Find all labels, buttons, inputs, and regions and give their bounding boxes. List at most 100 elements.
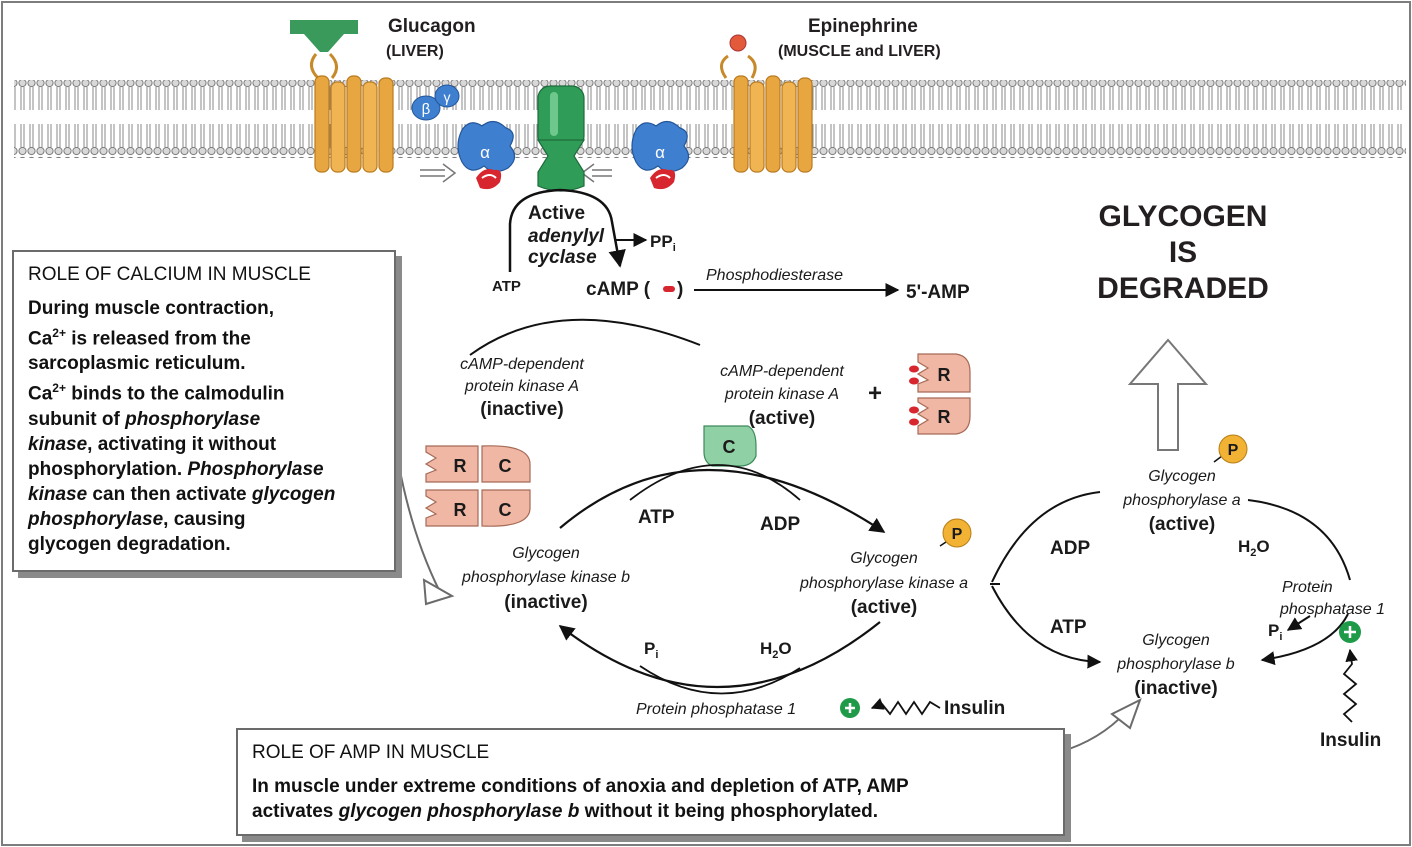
glycogen-phosphorylase-cycle	[990, 491, 1351, 669]
pp1-plus-badge	[840, 698, 860, 718]
gp-pp1-label-2: phosphatase 1	[1279, 601, 1385, 618]
gpb-label-1: Glycogen	[1142, 632, 1210, 649]
pka-inactive-label-1: cAMP-dependent	[460, 356, 584, 373]
r-label-a: R	[454, 456, 467, 476]
amp-box-title: ROLE OF AMP IN MUSCLE	[252, 742, 490, 763]
gpa-label-1: Glycogen	[1148, 468, 1216, 485]
calcium-callout-arrowhead	[422, 578, 455, 606]
calcium-line-8: kinase can then activate glycogen	[28, 483, 336, 505]
epinephrine-site-label: (MUSCLE and LIVER)	[778, 43, 941, 60]
calcium-line-7: phosphorylation. Phosphorylase	[28, 458, 324, 480]
insulin-label-right: Insulin	[1320, 730, 1381, 751]
minus-badge	[663, 286, 675, 292]
cyclase-label-2: adenylyl	[528, 226, 605, 247]
alpha-label-left: α	[480, 143, 490, 162]
phk-a-label-3: (active)	[851, 597, 918, 618]
camp-label: cAMP (	[586, 279, 651, 300]
g-protein-beta-gamma: β γ	[411, 84, 460, 121]
regulatory-subunits-with-camp: R R	[909, 353, 971, 435]
atp-label: ATP	[492, 278, 521, 295]
calcium-line-1: During muscle contraction,	[28, 298, 274, 319]
phk-b-label-1: Glycogen	[512, 545, 580, 562]
pka-active-label-2: protein kinase A	[724, 386, 839, 403]
phk-a-label-1: Glycogen	[850, 550, 918, 567]
phosphorylase-kinase-cycle	[558, 464, 886, 695]
c-label-a: C	[499, 456, 512, 476]
pka-activation-arc	[469, 318, 701, 356]
headline-line-3: DEGRADED	[1097, 272, 1269, 305]
phk-b-label-2: phosphorylase kinase b	[461, 569, 630, 586]
insulin-squiggle-bottom	[870, 697, 941, 716]
gp-pp1-label-1: Protein	[1282, 579, 1333, 596]
cyclase-label-1: Active	[528, 203, 585, 224]
camp-label-close: )	[677, 279, 683, 300]
pka-inactive-label-2: protein kinase A	[464, 378, 579, 395]
c-subunit-label: C	[723, 437, 736, 457]
ppi-label: PPi	[650, 232, 676, 254]
alpha-to-cyclase-arrows	[420, 163, 612, 183]
gpb-label-2: phosphorylase b	[1116, 656, 1235, 673]
cell-membrane	[14, 80, 1406, 158]
calcium-box-text: During muscle contraction, Ca2+ is relea…	[28, 296, 394, 557]
g-alpha-subunit-right: α	[631, 120, 690, 190]
calcium-line-2: Ca2+ is released from the	[28, 326, 251, 350]
glucagon-ligand	[290, 20, 358, 52]
amp-callout-arrowhead	[1110, 697, 1142, 730]
calcium-line-4: Ca2+ binds to the calmodulin	[28, 381, 285, 405]
insulin-squiggle-right	[1342, 648, 1358, 723]
headline-line-1: GLYCOGEN	[1099, 200, 1268, 233]
amp-role-box: ROLE OF AMP IN MUSCLE In muscle under ex…	[236, 728, 1065, 836]
phk-h2o-label: H2O	[760, 639, 792, 661]
insulin-label-bottom: Insulin	[944, 698, 1005, 719]
svg-text:P: P	[1228, 442, 1239, 459]
r-label-b: R	[454, 500, 467, 520]
calcium-box-title: ROLE OF CALCIUM IN MUSCLE	[28, 264, 311, 285]
phosphate-badge-kinase: P	[939, 518, 972, 548]
adenylyl-cyclase	[536, 85, 586, 192]
epinephrine-receptor	[720, 54, 813, 173]
c-label-b: C	[499, 500, 512, 520]
gamma-label: γ	[444, 89, 451, 105]
glucagon-label: Glucagon	[388, 16, 476, 37]
catalytic-subunit-c: C	[703, 425, 757, 467]
pka-active-label-1: cAMP-dependent	[720, 363, 844, 380]
gp-h2o-label: H2O	[1238, 537, 1270, 559]
phk-adp-label: ADP	[760, 514, 800, 535]
headline-line-2: IS	[1169, 236, 1197, 269]
r-subunit-label-1: R	[938, 365, 951, 385]
phk-pi-label: Pi	[644, 639, 658, 661]
epinephrine-ligand	[729, 34, 747, 52]
phk-a-label-2: phosphorylase kinase a	[799, 575, 968, 592]
beta-label: β	[422, 101, 431, 118]
plus-sign: +	[868, 380, 882, 407]
gp-adp-label: ADP	[1050, 538, 1090, 559]
phosphate-badge-phosphorylase: P	[1213, 434, 1248, 464]
pp1-plus-badge-right	[1339, 621, 1361, 643]
amp-box-text: In muscle under extreme conditions of an…	[252, 774, 1063, 824]
phosphodiesterase-label: Phosphodiesterase	[706, 267, 843, 284]
amp5-label: 5'-AMP	[906, 282, 970, 303]
calcium-line-5: subunit of phosphorylase	[28, 408, 261, 430]
epinephrine-label: Epinephrine	[808, 16, 918, 37]
calcium-role-box: ROLE OF CALCIUM IN MUSCLE During muscle …	[12, 250, 396, 572]
phk-b-label-3: (inactive)	[504, 592, 587, 613]
amp-line-1: In muscle under extreme conditions of an…	[252, 776, 909, 797]
pp1-bottom-label: Protein phosphatase 1	[636, 701, 796, 718]
cyclase-label-3: cyclase	[528, 247, 597, 268]
pka-inactive-label-3: (inactive)	[480, 399, 563, 420]
degraded-open-arrow	[1127, 338, 1209, 451]
amp-line-2: activates glycogen phosphorylase b witho…	[252, 801, 879, 822]
glucagon-site-label: (LIVER)	[386, 43, 444, 60]
gp-atp-label: ATP	[1050, 617, 1087, 638]
gpb-label-3: (inactive)	[1134, 678, 1217, 699]
calcium-line-3: sarcoplasmic reticulum.	[28, 353, 246, 375]
svg-text:P: P	[952, 526, 963, 543]
pka-holoenzyme-r2c2: R R C C	[424, 445, 531, 527]
alpha-label-right: α	[655, 143, 665, 162]
calcium-line-9: phosphorylase, causing	[28, 508, 246, 530]
calcium-line-10: glycogen degradation.	[28, 533, 231, 555]
g-alpha-subunit-left: α	[457, 120, 516, 190]
